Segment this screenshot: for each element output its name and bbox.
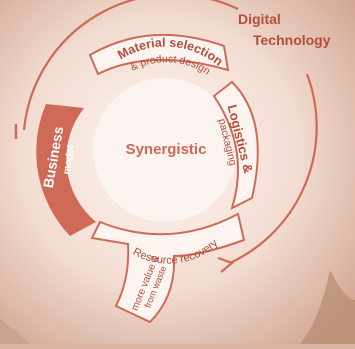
digital-label: Digital (238, 11, 281, 27)
digital-ring-upper (22, 0, 239, 131)
center-label: Synergistic (126, 141, 207, 158)
technology-label: Technology (253, 32, 331, 48)
business-model-segment (36, 104, 96, 236)
business-sub-label: model (61, 144, 77, 175)
photo-corner-left (0, 318, 30, 344)
photo-corner (300, 270, 355, 344)
resource-recovery-segment (90, 212, 246, 324)
logistics-segment (212, 80, 259, 210)
digital-ring-right (229, 73, 318, 264)
material-selection-segment (88, 33, 230, 76)
center-circle (93, 78, 237, 222)
ring-arrowhead (217, 256, 235, 273)
